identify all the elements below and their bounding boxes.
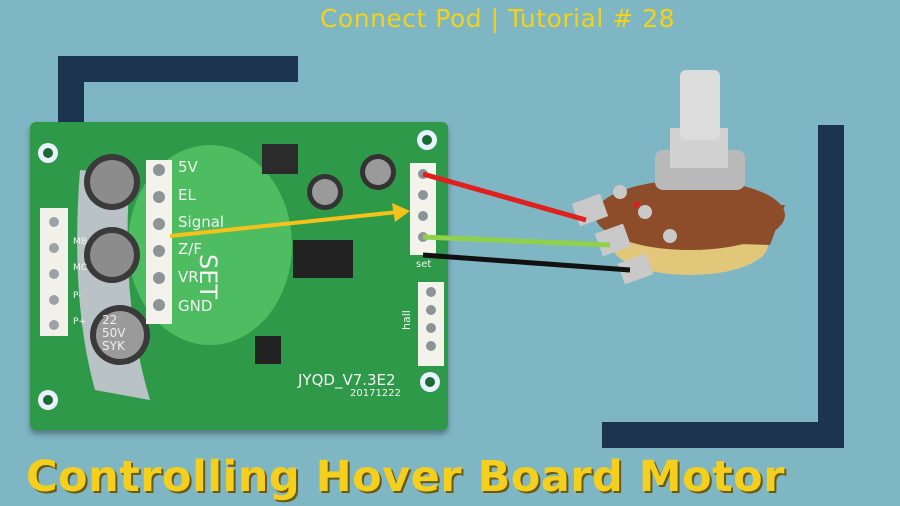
left-bracket-top: [58, 56, 298, 82]
cap-brand: SYK: [102, 339, 125, 353]
set-small-label: set: [416, 259, 432, 270]
red-wire: [422, 171, 587, 223]
signal-arrow-head: [392, 203, 410, 222]
green-wire: [422, 234, 611, 248]
right-bracket-bottom: [602, 422, 844, 448]
pin-label-zf: Z/F: [178, 240, 202, 258]
capacitor: [90, 305, 150, 365]
hall-label: hall: [400, 310, 413, 330]
pin-label-gnd: GND: [178, 297, 213, 315]
set-label: SET: [194, 254, 222, 300]
black-wire: [422, 252, 631, 273]
side-label-mb: MB: [73, 237, 87, 247]
signal-arrow: [169, 210, 399, 238]
pin-label-el: EL: [178, 186, 196, 204]
mount-hole: [43, 395, 53, 405]
date-label: 20171222: [350, 388, 401, 399]
cap-voltage: 50V: [102, 326, 126, 340]
cap-value: 22: [102, 313, 118, 327]
capacitor: [84, 227, 140, 283]
tutorial-title: Connect Pod | Tutorial # 28: [319, 4, 676, 33]
pin-label-vr: VR: [178, 268, 199, 286]
side-label-mc: MC: [73, 263, 88, 273]
pot-leg: [617, 253, 654, 285]
small-chip: [255, 336, 281, 364]
side-label-pminus: P-: [73, 291, 82, 301]
mount-hole: [422, 135, 432, 145]
mount-hole: [43, 148, 53, 158]
video-title: Controlling Hover Board Motor: [26, 452, 785, 502]
version-label: JYQD_V7.3E2: [298, 371, 396, 389]
pin-header: [146, 160, 172, 324]
right-bracket-side: [818, 125, 844, 448]
potentiometer: [595, 70, 785, 275]
capacitor: [84, 154, 140, 210]
capacitor-text: 22 50V SYK: [102, 314, 125, 353]
pot-leg: [594, 223, 632, 257]
driver-chip: [293, 240, 353, 278]
capacitor: [307, 174, 343, 210]
mount-hole: [425, 377, 435, 387]
pin-label-signal: Signal: [178, 213, 225, 231]
regulator-chip: [262, 144, 298, 174]
pin-label-5v: 5V: [178, 158, 198, 176]
side-label-pplus: P+: [73, 317, 86, 327]
capacitor: [360, 154, 396, 190]
